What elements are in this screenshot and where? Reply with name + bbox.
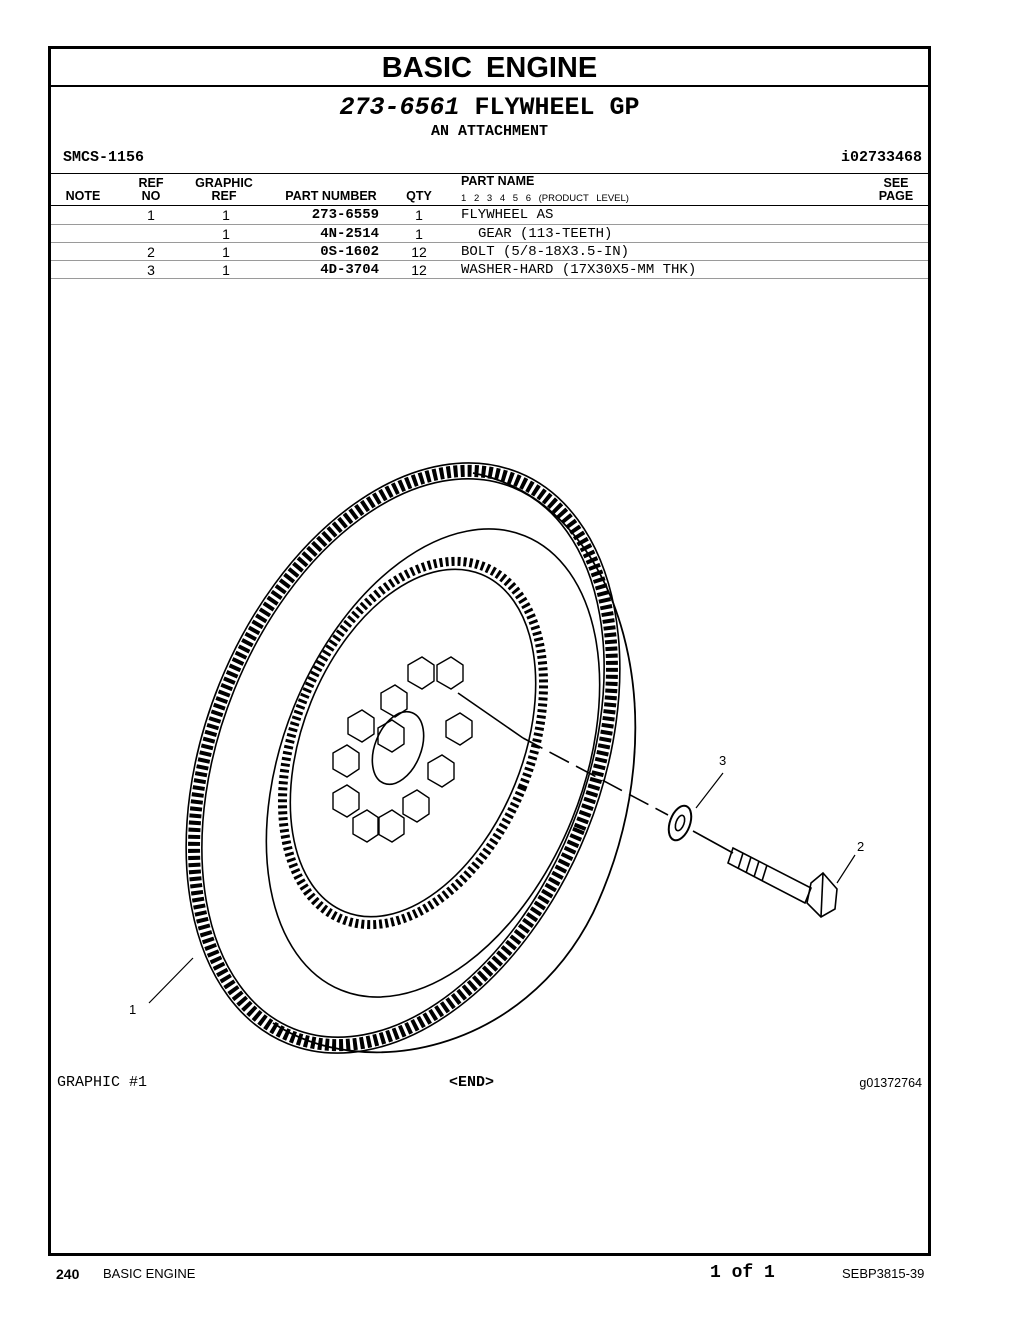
col-header-part-name: PART NAME [461, 174, 535, 188]
ring-gear-outer-edge [185, 462, 621, 1054]
ring-gear-inner-edge [201, 478, 605, 1038]
smcs-code: SMCS-1156 [63, 149, 145, 166]
callout-1-leader [148, 957, 194, 1004]
section-title: BASIC ENGINE [51, 49, 928, 87]
inner-gear-edge [289, 568, 537, 918]
ring-gear-teeth [188, 464, 618, 1052]
row-divider [51, 260, 928, 261]
leader-dashed [522, 737, 669, 816]
inner-gear-teeth [277, 556, 549, 930]
footer-section: BASIC ENGINE [103, 1266, 196, 1281]
row-divider [51, 278, 928, 279]
table-header-rule [51, 205, 928, 206]
row-divider [51, 224, 928, 225]
group-subtitle: AN ATTACHMENT [430, 123, 549, 140]
col-header-qty: QTY [406, 189, 432, 203]
col-header-part-number: PART NUMBER [285, 189, 377, 203]
graphic-label: GRAPHIC #1 [57, 1074, 148, 1091]
flywheel-face-edge [265, 528, 601, 998]
footer-page-number: 240 [56, 1266, 80, 1282]
washer-inner [674, 814, 686, 832]
flywheel-exploded-illustration [148, 462, 856, 1054]
part-number-link[interactable]: 273-6559 [311, 207, 379, 223]
callout-3: 3 [719, 753, 727, 768]
group-name: FLYWHEEL GP [474, 93, 640, 122]
leader-line [692, 830, 734, 854]
parts-page-frame: BASIC ENGINE 273-6561 FLYWHEEL GP AN ATT… [48, 46, 931, 1256]
flywheel-rim [272, 472, 637, 1054]
product-levels: 1 2 3 4 5 6 (PRODUCT LEVEL) [461, 193, 629, 204]
col-header-note: NOTE [65, 189, 101, 203]
part-number-link[interactable]: 4N-2514 [320, 226, 379, 242]
footer-doc-number: SEBP3815-39 [842, 1266, 925, 1281]
callout-2: 2 [857, 839, 865, 854]
leader-line [457, 692, 524, 739]
footer-page-of: 1 of 1 [710, 1263, 775, 1283]
part-number-link[interactable]: 0S-1602 [320, 244, 379, 260]
product-level-label: (PRODUCT LEVEL) [538, 193, 629, 204]
hub-bore [371, 710, 425, 786]
end-marker: <END> [449, 1074, 495, 1091]
hub-bolt-heads [332, 656, 473, 843]
washer-outer [667, 804, 693, 842]
group-part-number[interactable]: 273-6561 [339, 93, 460, 122]
illustration-id: i02733468 [840, 149, 922, 166]
callout-2-leader [836, 854, 856, 884]
callout-1: 1 [129, 1002, 137, 1017]
row-divider [51, 242, 928, 243]
callout-3-leader [695, 772, 724, 809]
part-number-link[interactable]: 4D-3704 [320, 262, 379, 278]
graphic-id: g01372764 [859, 1076, 922, 1090]
table-top-rule [51, 173, 928, 174]
group-title: 273-6561 FLYWHEEL GP [51, 93, 928, 122]
bolt [727, 846, 838, 918]
